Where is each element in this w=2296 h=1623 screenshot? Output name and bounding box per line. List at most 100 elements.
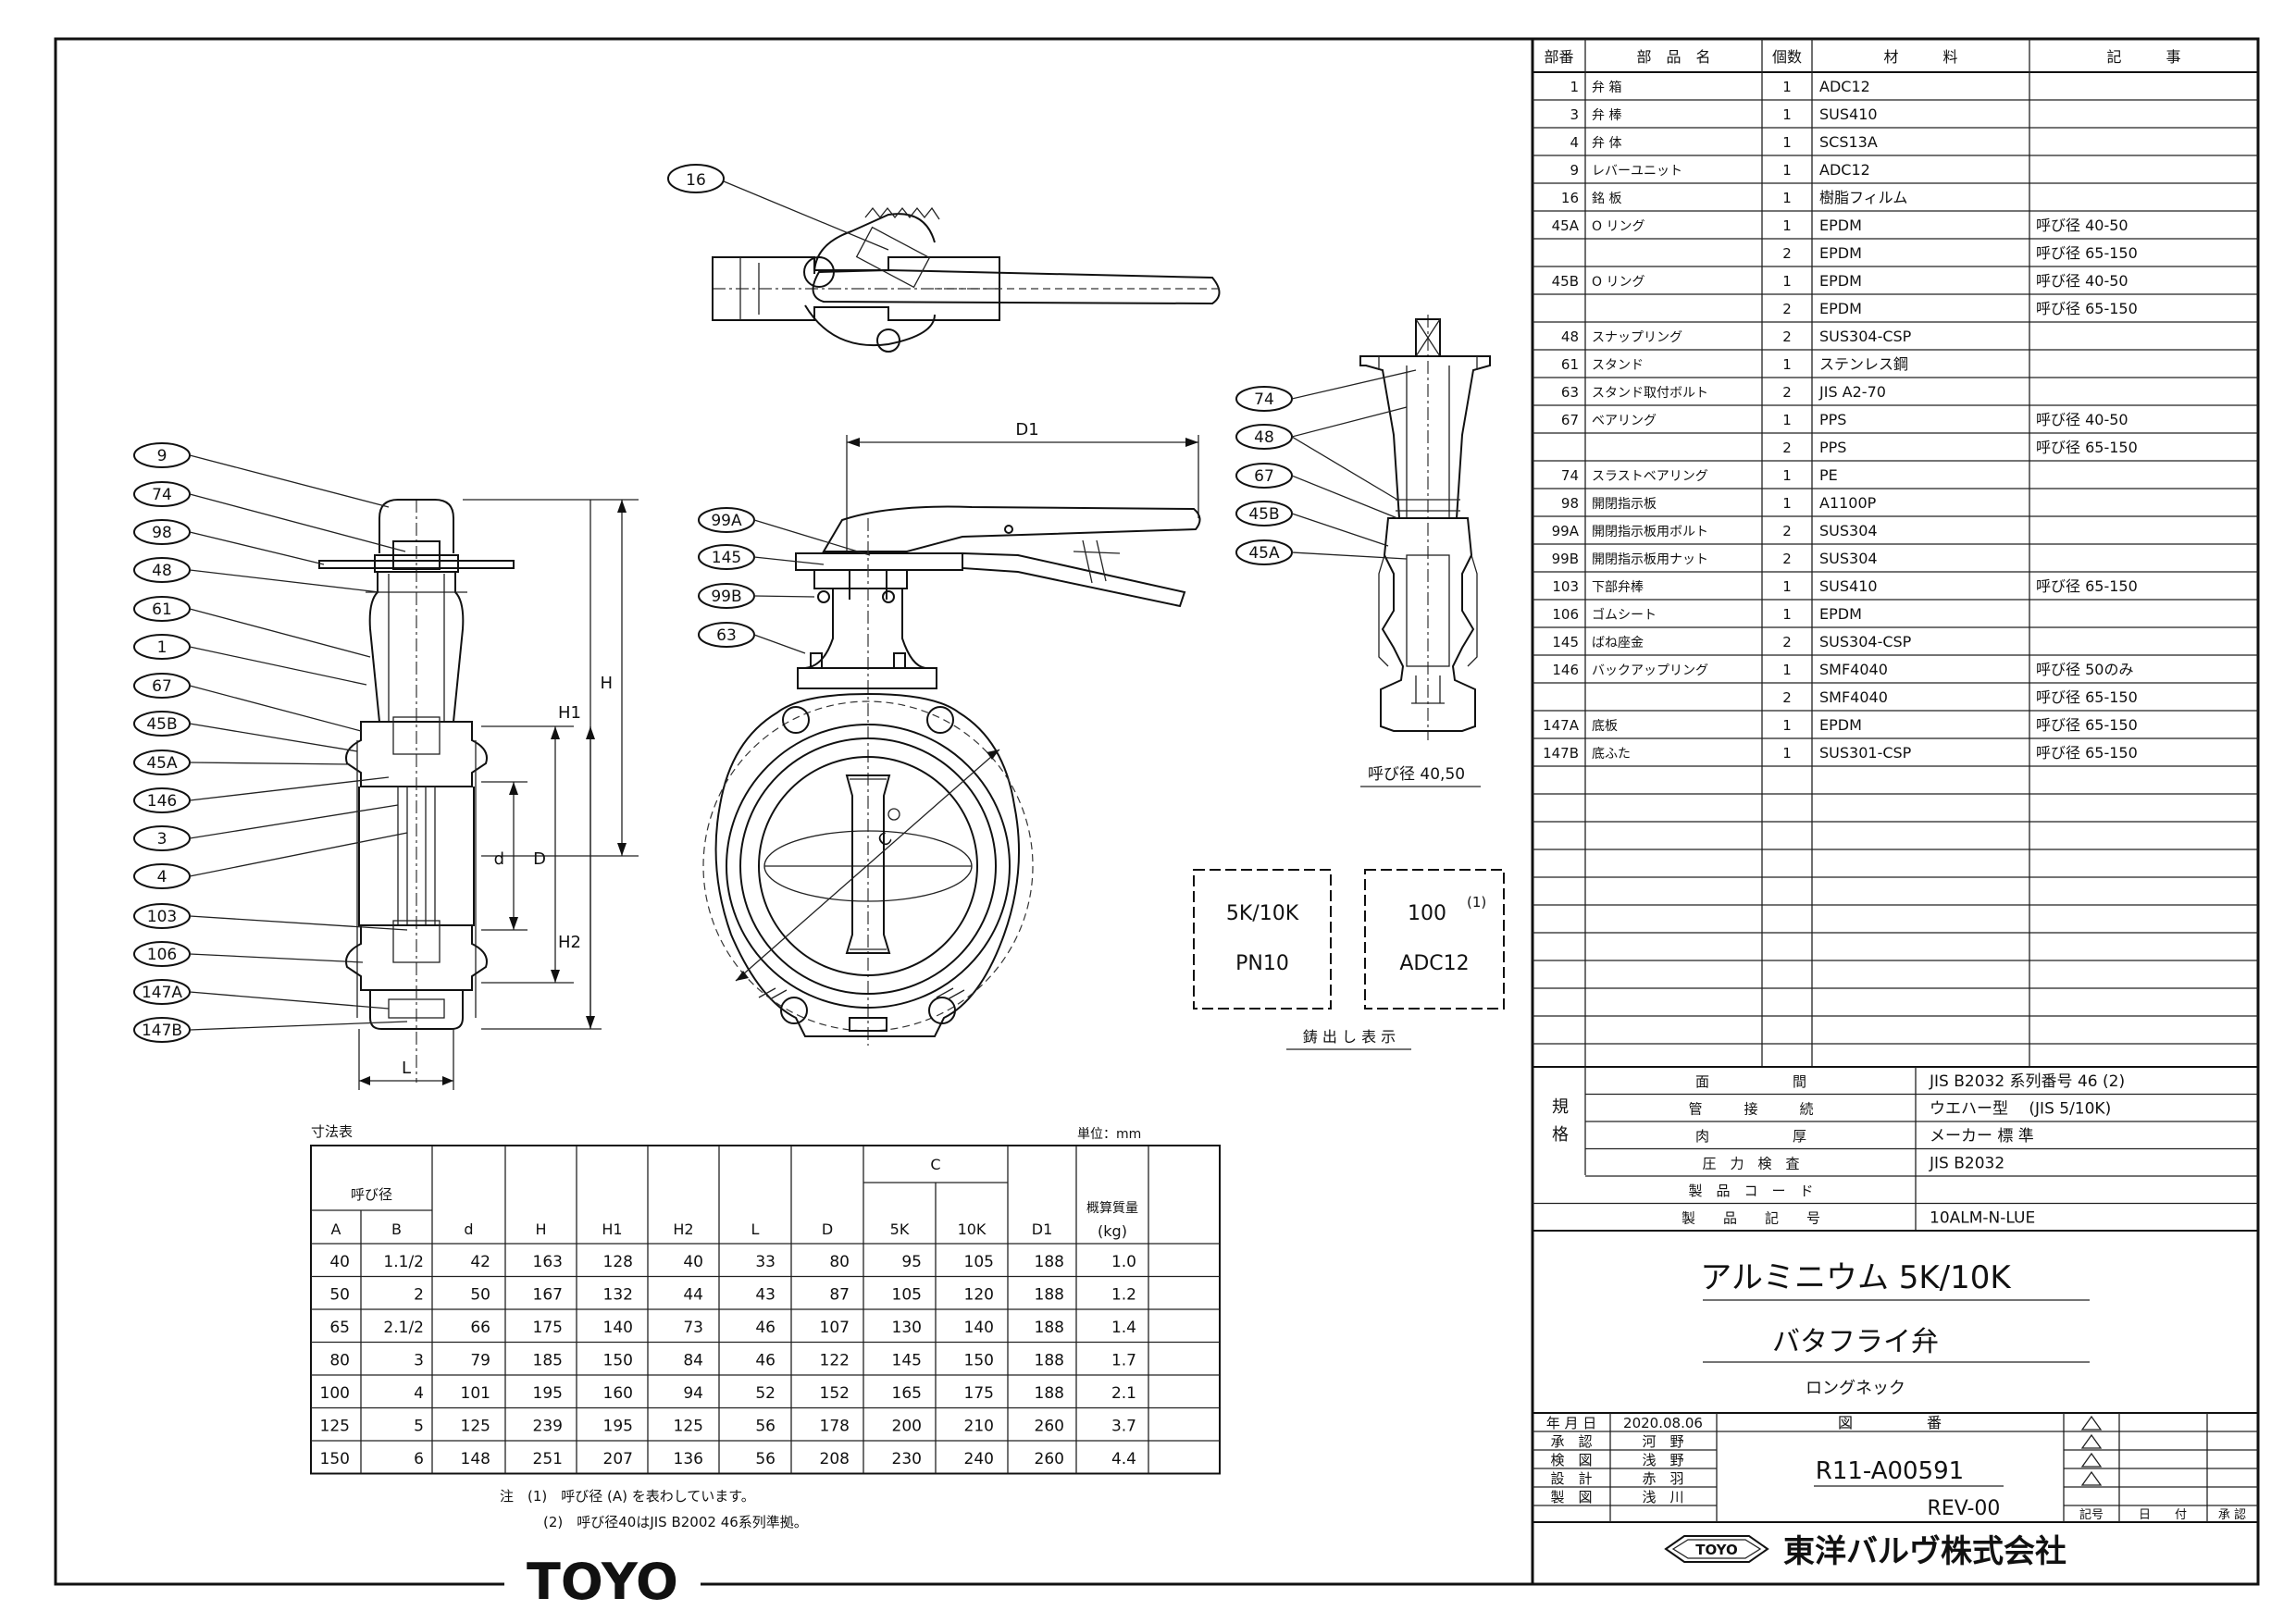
part-material: ADC12 [1819, 161, 1870, 179]
part-name: スタンド [1592, 358, 1644, 373]
dim-cell: 145 [892, 1352, 922, 1370]
spec-label: 肉 厚 [1695, 1128, 1806, 1145]
part-qty: 1 [1782, 495, 1792, 512]
dim-cell: 1.2 [1111, 1286, 1136, 1305]
part-no: 4 [1570, 134, 1579, 151]
dim-cell: 188 [1035, 1286, 1064, 1305]
casting-box1-line1: 5K/10K [1226, 902, 1299, 925]
dim-cell: 130 [892, 1319, 922, 1337]
part-no: 16 [1561, 190, 1579, 206]
part-qty: 1 [1782, 578, 1792, 595]
dim-head-kg: (kg) [1098, 1222, 1127, 1240]
callout-right: 74 [1235, 369, 1417, 412]
dim-head-L: L [751, 1220, 760, 1238]
callout-left: 3 [133, 804, 399, 851]
part-remarks: 呼び径 40-50 [2036, 272, 2128, 290]
dim-head-H1: H1 [602, 1220, 622, 1238]
part-qty: 2 [1782, 245, 1792, 262]
callout-left-label: 45A [146, 754, 178, 773]
part-no: 99A [1552, 523, 1580, 539]
spec-value: 10ALM-N-LUE [1930, 1209, 2035, 1228]
dim-cell: 136 [674, 1450, 703, 1468]
dim-cell: 208 [820, 1450, 850, 1468]
dim-head-H: H [535, 1220, 546, 1238]
part-material: ADC12 [1819, 78, 1870, 95]
approval-role: 承 認 [1550, 1433, 1592, 1450]
callout-mid-label: 99A [711, 512, 742, 530]
revision-triangle-icon [2080, 1433, 2103, 1449]
dim-cell: 188 [1035, 1319, 1064, 1337]
part-no: 61 [1561, 356, 1579, 373]
product-title-2: バタフライ弁 [1772, 1326, 1939, 1358]
dim-cell: 105 [892, 1286, 922, 1305]
dim-cell: 260 [1035, 1418, 1064, 1436]
callout-left: 61 [133, 596, 371, 658]
part-qty: 2 [1782, 301, 1792, 317]
dim-cell: 56 [755, 1418, 776, 1436]
dim-cell: 125 [461, 1418, 490, 1436]
part-material: PPS [1819, 439, 1846, 456]
product-subtitle: ロングネック [1806, 1379, 1905, 1398]
callout-left: 147B [133, 1017, 408, 1043]
dim-cell: 33 [755, 1253, 776, 1271]
part-name: 銘 板 [1592, 192, 1621, 206]
dim-cell: 43 [755, 1286, 776, 1305]
dim-cell: 188 [1035, 1253, 1064, 1271]
part-qty: 1 [1782, 106, 1792, 123]
part-no: 145 [1552, 634, 1579, 650]
callout-right-label: 45A [1248, 544, 1280, 563]
dim-head-d: d [464, 1220, 473, 1238]
spec-value: JIS B2032 系列番号 46 (2) [1929, 1072, 2125, 1091]
dim-cell: 50 [470, 1286, 490, 1305]
dim-cell: 105 [964, 1253, 994, 1271]
part-qty: 1 [1782, 356, 1792, 373]
part-no: 106 [1552, 606, 1579, 623]
spec-value: ウエハー型 (JIS 5/10K) [1930, 1100, 2111, 1119]
spec-label: 製 品 記 号 [1682, 1210, 1820, 1227]
callout-left: 103 [133, 903, 408, 931]
company-name: 東洋バルヴ株式会社 [1783, 1533, 2066, 1570]
part-remarks: 呼び径 65-150 [2036, 716, 2138, 734]
part-name: バックアップリング [1592, 663, 1708, 678]
drawing-number: R11-A00591 [1816, 1457, 1964, 1485]
part-remarks: 呼び径 65-150 [2036, 300, 2138, 317]
part-qty: 2 [1782, 440, 1792, 456]
dim-cell: 150 [603, 1352, 633, 1370]
dim-table-unit: 単位：mm [1077, 1127, 1141, 1142]
part-material: EPDM [1819, 272, 1862, 290]
part-no: 103 [1552, 578, 1579, 595]
part-qty: 1 [1782, 162, 1792, 179]
dim-cell: 46 [755, 1352, 776, 1370]
callout-left-label: 103 [147, 908, 177, 926]
part-qty: 2 [1782, 523, 1792, 539]
note-1: 注 (1) 呼び径 (A) を表わしています。 [500, 1488, 755, 1505]
callout-right: 48 [1235, 406, 1408, 450]
casting-box2-sup: (1) [1467, 894, 1486, 911]
logo-text: TOYO [1695, 1542, 1738, 1558]
callout-left-label: 1 [157, 638, 168, 657]
part-qty: 1 [1782, 273, 1792, 290]
callout-left-label: 74 [152, 486, 172, 504]
part-material: SUS304 [1819, 550, 1878, 567]
part-no: 74 [1561, 467, 1579, 484]
spec-label: 圧 力 検 査 [1702, 1156, 1799, 1172]
part-qty: 1 [1782, 217, 1792, 234]
dim-head-D: D [822, 1220, 833, 1238]
dim-head-D1: D1 [1032, 1220, 1053, 1238]
casting-marks: 5K/10K PN10 100 (1) ADC12 鋳 出 し 表 示 [1193, 869, 1505, 1050]
part-remarks: 呼び径 65-150 [2036, 688, 2138, 706]
part-name: 開閉指示板 [1592, 497, 1657, 512]
revision-triangle-icon [2080, 1415, 2103, 1431]
rev-header-date: 日 付 [2139, 1508, 2187, 1522]
callout-left: 45B [133, 711, 358, 752]
